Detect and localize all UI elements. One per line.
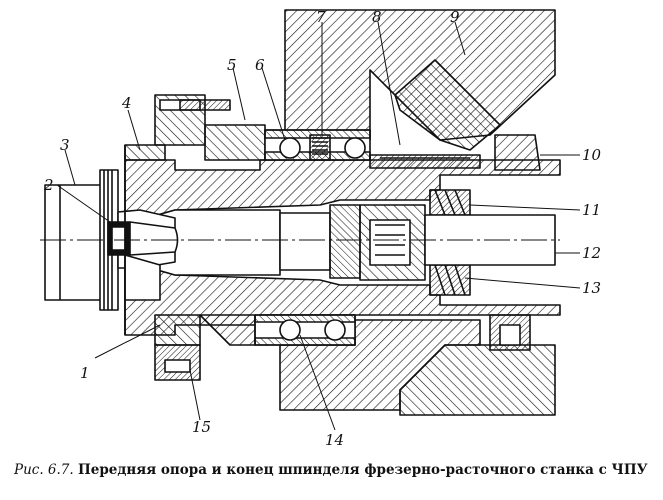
- callout-1: 1: [80, 364, 90, 382]
- figure-caption: Рис. 6.7. Передняя опора и конец шпиндел…: [14, 462, 654, 478]
- callout-14: 14: [325, 431, 344, 449]
- lower-wedge: [199, 314, 256, 346]
- bearing-6-upper: [264, 129, 371, 161]
- callout-8: 8: [372, 8, 382, 26]
- callout-13: 13: [582, 279, 601, 297]
- callout-2: 2: [43, 176, 54, 194]
- callout-6: 6: [255, 56, 265, 74]
- disc-springs: [429, 189, 471, 296]
- top-bolt: [179, 99, 231, 111]
- housing-rib: [394, 59, 501, 151]
- callout-9: 9: [450, 8, 460, 26]
- leader-lines: [56, 21, 581, 431]
- ring-8: [369, 154, 481, 169]
- callout-3: 3: [60, 136, 70, 154]
- callout-4: 4: [121, 94, 132, 112]
- callout-7: 7: [316, 8, 326, 26]
- callout-11: 11: [582, 201, 601, 219]
- tool-body: [44, 184, 106, 301]
- drawbar: [279, 212, 331, 271]
- figure-title: Передняя опора и конец шпинделя фрезерно…: [77, 462, 648, 478]
- spindle-assembly-drawing: 1 2 3 4 5 6 7 8 9 10 11 12 13 14 15: [40, 8, 602, 449]
- spacer-ring: [204, 124, 266, 161]
- front-flange: [124, 144, 166, 161]
- figure-number: Рис. 6.7.: [14, 462, 74, 478]
- callout-12: 12: [582, 244, 601, 262]
- callout-5: 5: [227, 56, 237, 74]
- callout-10: 10: [582, 146, 602, 164]
- lower-flange: [154, 314, 201, 346]
- taper-tip: [129, 221, 179, 256]
- housing-lower-right: [399, 344, 556, 416]
- callout-15: 15: [192, 418, 211, 436]
- bearing-14-lower: [254, 314, 356, 346]
- spring-pack: [309, 134, 331, 161]
